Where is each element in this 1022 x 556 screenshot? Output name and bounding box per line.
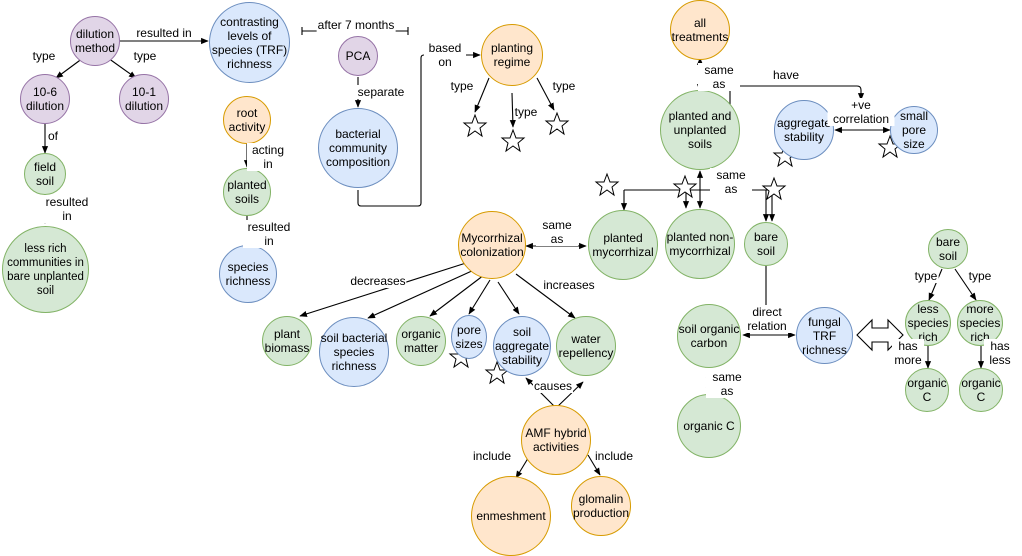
edge-method-to-10-6 bbox=[55, 57, 84, 79]
label-type: type bbox=[967, 269, 993, 283]
node-planted-mycorrhizal[interactable]: planted mycorrhizal bbox=[588, 210, 658, 280]
star-icon bbox=[761, 176, 787, 201]
label-type: type bbox=[513, 105, 539, 119]
label-has-more: has more bbox=[892, 339, 924, 367]
node-soil-aggregate-stability[interactable]: soil aggregate stability bbox=[493, 316, 551, 376]
star-icon bbox=[672, 174, 698, 199]
node-field-soil[interactable]: field soil bbox=[24, 153, 66, 195]
node-species-richness[interactable]: species richness bbox=[219, 245, 277, 303]
label-type: type bbox=[449, 79, 475, 93]
label-resulted-in: resulted in bbox=[41, 195, 93, 223]
edge-amf-to-water bbox=[555, 381, 584, 409]
label-include: include bbox=[471, 449, 513, 463]
node-pca[interactable]: PCA bbox=[338, 36, 378, 76]
label-causes: causes bbox=[532, 379, 574, 393]
node-less-rich-communities[interactable]: less rich communities in bare unplanted … bbox=[2, 226, 89, 313]
node-amf-hybrid-activities[interactable]: AMF hybrid activities bbox=[521, 405, 591, 475]
node-planted-non-mycorrhizal[interactable]: planted non-mycorrhizal bbox=[665, 209, 735, 279]
edge-regime-type-1 bbox=[474, 77, 490, 113]
edge-myco-to-organic bbox=[429, 274, 485, 317]
node-plant-biomass[interactable]: plant biomass bbox=[262, 316, 312, 366]
edge-bare2-to-more bbox=[954, 268, 977, 301]
label-same-as: same as bbox=[706, 370, 748, 398]
label-same-as: same as bbox=[698, 63, 740, 91]
node-water-repellency[interactable]: water repellency bbox=[556, 316, 616, 376]
node-contrasting-levels[interactable]: contrasting levels of species (TRF) rich… bbox=[209, 2, 290, 83]
node-bacterial-community[interactable]: bacterial community composition bbox=[318, 108, 398, 188]
node-organic-c-more[interactable]: organic C bbox=[959, 368, 1003, 412]
label-have: have bbox=[771, 68, 801, 82]
edge-myco-to-water bbox=[515, 273, 576, 319]
star-icon bbox=[462, 113, 488, 138]
label-type: type bbox=[132, 49, 158, 63]
node-pore-sizes[interactable]: pore sizes bbox=[451, 315, 487, 359]
label-direct-relation: direct relation bbox=[741, 305, 793, 333]
edge-myco-to-biomass bbox=[299, 262, 467, 317]
label-resulted-in-top: resulted in bbox=[135, 26, 193, 40]
label-resulted-in-2: resulted in bbox=[243, 220, 295, 248]
node-fungal-trf-richness[interactable]: fungal TRF richness bbox=[796, 307, 853, 364]
label-type: type bbox=[913, 269, 939, 283]
edge-myco-to-pores bbox=[468, 279, 491, 315]
edge-regime-type-2 bbox=[509, 92, 516, 128]
edge-amf-to-aggregate bbox=[525, 377, 557, 409]
node-mycorrhizal-colonization[interactable]: Mycorrhizal colonization bbox=[458, 211, 526, 279]
label-decreases: decreases bbox=[349, 274, 407, 288]
label-same-as: same as bbox=[710, 168, 752, 196]
edge-amf-to-glomalin bbox=[587, 454, 601, 476]
node-small-pore-size[interactable]: small pore size bbox=[890, 106, 938, 154]
label-acting-in: acting in bbox=[247, 143, 289, 171]
node-10-6-dilution[interactable]: 10-6 dilution bbox=[20, 74, 70, 124]
node-root-activity[interactable]: root activity bbox=[223, 96, 271, 144]
node-glomalin-production[interactable]: glomalin production bbox=[571, 476, 631, 536]
edge-myco-to-aggregate bbox=[497, 281, 520, 315]
label-same-as: same as bbox=[536, 218, 578, 246]
label-type: type bbox=[551, 79, 577, 93]
node-planting-regime[interactable]: planting regime bbox=[481, 24, 543, 86]
label-separate: separate bbox=[356, 85, 406, 99]
node-soil-organic-carbon[interactable]: soil organic carbon bbox=[677, 304, 741, 368]
label-ve-correlation: +ve correlation bbox=[827, 98, 895, 126]
edge-bare2-to-less bbox=[928, 268, 943, 301]
node-enmeshment[interactable]: enmeshment bbox=[471, 476, 551, 556]
edge-regime-type-3 bbox=[536, 77, 555, 111]
node-all-treatments[interactable]: all treatments bbox=[670, 0, 730, 60]
label-type: type bbox=[31, 49, 57, 63]
star-icon bbox=[500, 128, 526, 153]
star-icon bbox=[594, 172, 620, 197]
edge-myco-to-bacterial bbox=[367, 269, 475, 319]
node-10-1-dilution[interactable]: 10-1 dilution bbox=[119, 74, 169, 124]
edge-bacterial-to-planting bbox=[357, 51, 481, 207]
label-after-7-months: after 7 months bbox=[316, 18, 396, 32]
node-bare-soil-right[interactable]: bare soil bbox=[928, 229, 968, 269]
node-dilution-method[interactable]: dilution method bbox=[70, 16, 120, 66]
label-increases: increases bbox=[542, 278, 596, 292]
node-aggregate-stability[interactable]: aggregate stability bbox=[774, 100, 834, 160]
node-bare-soil[interactable]: bare soil bbox=[744, 222, 788, 266]
label-of: of bbox=[46, 129, 60, 143]
node-organic-c-less[interactable]: organic C bbox=[905, 368, 949, 412]
label-has-less: has less bbox=[984, 339, 1016, 367]
node-soil-bacterial-richness[interactable]: soil bacterial species richness bbox=[319, 317, 389, 387]
star-icon bbox=[544, 111, 570, 136]
node-less-species-rich[interactable]: less species rich bbox=[905, 300, 951, 346]
node-planted-soils[interactable]: planted soils bbox=[223, 168, 271, 216]
node-organic-c[interactable]: organic C bbox=[677, 394, 741, 458]
edge-method-to-10-1 bbox=[107, 57, 137, 79]
double-arrow bbox=[856, 318, 904, 352]
label-based-on: based on bbox=[424, 41, 466, 69]
node-organic-matter[interactable]: organic matter bbox=[396, 316, 446, 366]
label-include: include bbox=[593, 449, 635, 463]
node-planted-and-unplanted[interactable]: planted and unplanted soils bbox=[660, 90, 740, 170]
